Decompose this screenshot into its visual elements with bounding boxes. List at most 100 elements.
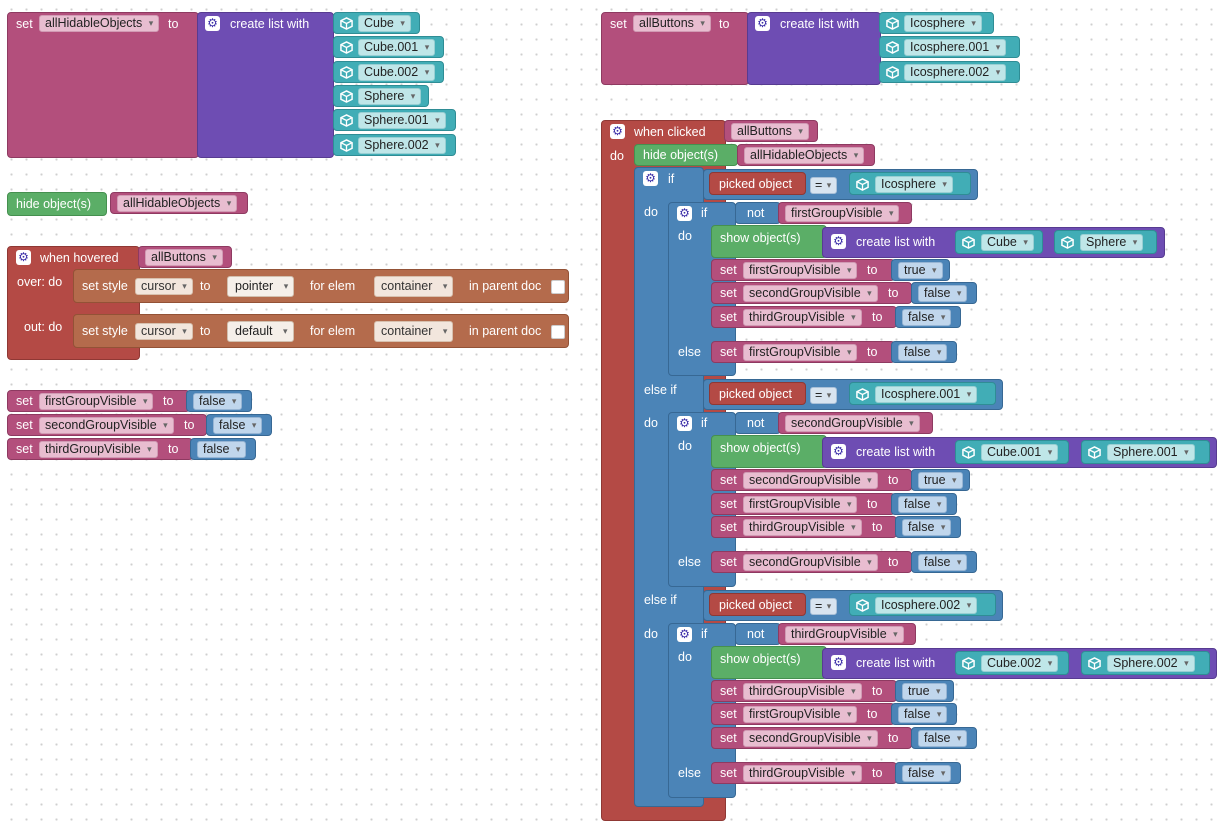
set-third-group-visible[interactable]: set thirdGroupVisible to: [711, 762, 897, 784]
object-sphere[interactable]: Sphere: [333, 85, 429, 107]
variable-dropdown[interactable]: thirdGroupVisible: [743, 519, 862, 536]
boolean-block[interactable]: false: [891, 493, 957, 515]
gear-icon[interactable]: ⚙: [677, 416, 692, 431]
not-block[interactable]: not: [735, 412, 781, 434]
variable-dropdown[interactable]: secondGroupVisible: [743, 285, 878, 302]
boolean-dropdown[interactable]: true: [918, 472, 963, 489]
object-dropdown[interactable]: Cube: [358, 15, 411, 32]
style-value-dropdown[interactable]: pointer: [227, 276, 295, 297]
style-value-dropdown[interactable]: default: [227, 321, 294, 342]
boolean-dropdown[interactable]: false: [213, 417, 263, 434]
object-cube-001[interactable]: Cube.001: [955, 440, 1069, 464]
boolean-dropdown[interactable]: false: [902, 765, 952, 782]
boolean-block[interactable]: false: [190, 438, 256, 460]
variable-dropdown[interactable]: thirdGroupVisible: [743, 683, 862, 700]
boolean-block[interactable]: true: [911, 469, 970, 491]
boolean-dropdown[interactable]: false: [898, 496, 948, 513]
set-third-group-visible[interactable]: set thirdGroupVisible to: [711, 516, 897, 538]
get-variable-block[interactable]: allHidableObjects: [110, 192, 248, 214]
variable-dropdown[interactable]: firstGroupVisible: [743, 496, 858, 513]
hide-objects-block[interactable]: hide object(s): [634, 144, 738, 166]
variable-dropdown[interactable]: allButtons: [731, 123, 809, 140]
object-dropdown[interactable]: Icosphere: [904, 15, 982, 32]
variable-dropdown[interactable]: secondGroupVisible: [743, 554, 878, 571]
boolean-block[interactable]: false: [206, 414, 272, 436]
object-cube[interactable]: Cube: [333, 12, 420, 34]
get-variable-block[interactable]: secondGroupVisible: [778, 412, 933, 434]
set-second-group-visible[interactable]: set secondGroupVisible to: [711, 469, 912, 491]
variable-dropdown[interactable]: secondGroupVisible: [785, 415, 920, 432]
boolean-block[interactable]: false: [895, 762, 961, 784]
get-variable-block[interactable]: allButtons: [724, 120, 818, 142]
set-second-group-visible[interactable]: set secondGroupVisible to: [7, 414, 207, 436]
object-dropdown[interactable]: Cube.001: [981, 444, 1059, 461]
object-dropdown[interactable]: Sphere: [358, 88, 422, 105]
element-dropdown[interactable]: container: [374, 276, 454, 297]
boolean-dropdown[interactable]: true: [902, 683, 947, 700]
operator-dropdown[interactable]: =: [810, 387, 838, 404]
object-sphere-002[interactable]: Sphere.002: [1081, 651, 1210, 675]
object-icosphere[interactable]: Icosphere: [849, 172, 971, 195]
boolean-dropdown[interactable]: true: [898, 262, 943, 279]
variable-dropdown[interactable]: allHidableObjects: [744, 147, 865, 164]
get-variable-block[interactable]: allHidableObjects: [737, 144, 875, 166]
set-first-group-visible[interactable]: set firstGroupVisible to: [711, 341, 895, 363]
boolean-block[interactable]: false: [911, 282, 977, 304]
object-dropdown[interactable]: Sphere: [1080, 234, 1144, 251]
boolean-block[interactable]: false: [895, 516, 961, 538]
object-sphere-002[interactable]: Sphere.002: [333, 134, 456, 156]
variable-dropdown[interactable]: thirdGroupVisible: [743, 765, 862, 782]
object-dropdown[interactable]: Icosphere.002: [904, 64, 1007, 81]
gear-icon[interactable]: ⚙: [677, 206, 692, 221]
object-dropdown[interactable]: Icosphere.001: [904, 39, 1007, 56]
variable-dropdown[interactable]: firstGroupVisible: [743, 706, 858, 723]
variable-dropdown[interactable]: secondGroupVisible: [743, 472, 878, 489]
variable-dropdown[interactable]: thirdGroupVisible: [743, 309, 862, 326]
gear-icon[interactable]: ⚙: [831, 234, 846, 249]
set-all-hidable-objects-block[interactable]: set allHidableObjects to: [7, 12, 199, 158]
object-dropdown[interactable]: Cube.001: [358, 39, 436, 56]
object-cube-002[interactable]: Cube.002: [955, 651, 1069, 675]
boolean-block[interactable]: false: [911, 551, 977, 573]
operator-dropdown[interactable]: =: [810, 598, 838, 615]
object-icosphere[interactable]: Icosphere: [879, 12, 994, 34]
object-sphere[interactable]: Sphere: [1054, 230, 1157, 254]
show-objects-block[interactable]: show object(s): [711, 646, 827, 679]
in-parent-doc-checkbox[interactable]: [551, 280, 565, 294]
object-dropdown[interactable]: Sphere.002: [1107, 655, 1195, 672]
set-third-group-visible[interactable]: set thirdGroupVisible to: [7, 438, 193, 460]
in-parent-doc-checkbox[interactable]: [551, 325, 565, 339]
object-dropdown[interactable]: Cube.002: [981, 655, 1059, 672]
boolean-dropdown[interactable]: false: [193, 393, 243, 410]
boolean-block[interactable]: false: [891, 341, 957, 363]
variable-dropdown[interactable]: firstGroupVisible: [39, 393, 154, 410]
object-sphere-001[interactable]: Sphere.001: [333, 109, 456, 131]
boolean-block[interactable]: false: [895, 306, 961, 328]
boolean-dropdown[interactable]: false: [902, 309, 952, 326]
gear-icon[interactable]: ⚙: [205, 16, 220, 31]
gear-icon[interactable]: ⚙: [16, 250, 31, 265]
object-icosphere-001[interactable]: Icosphere.001: [849, 382, 996, 405]
boolean-dropdown[interactable]: false: [918, 554, 968, 571]
not-block[interactable]: not: [735, 623, 781, 645]
picked-object-block[interactable]: picked object: [709, 593, 806, 616]
style-property-dropdown[interactable]: cursor: [135, 323, 193, 340]
gear-icon[interactable]: ⚙: [831, 655, 846, 670]
get-variable-block[interactable]: thirdGroupVisible: [778, 623, 916, 645]
object-cube-001[interactable]: Cube.001: [333, 36, 444, 58]
gear-icon[interactable]: ⚙: [677, 627, 692, 642]
set-first-group-visible[interactable]: set firstGroupVisible to: [7, 390, 190, 412]
operator-dropdown[interactable]: =: [810, 177, 838, 194]
variable-dropdown[interactable]: thirdGroupVisible: [785, 626, 904, 643]
show-objects-block[interactable]: show object(s): [711, 435, 827, 468]
set-first-group-visible[interactable]: set firstGroupVisible to: [711, 703, 895, 725]
variable-dropdown[interactable]: firstGroupVisible: [743, 344, 858, 361]
boolean-dropdown[interactable]: false: [902, 519, 952, 536]
object-icosphere-002[interactable]: Icosphere.002: [879, 61, 1020, 83]
hide-objects-block[interactable]: hide object(s): [7, 192, 107, 216]
boolean-dropdown[interactable]: false: [898, 706, 948, 723]
get-variable-block[interactable]: allButtons: [138, 246, 232, 268]
variable-dropdown[interactable]: secondGroupVisible: [39, 417, 174, 434]
boolean-block[interactable]: true: [891, 259, 950, 281]
set-third-group-visible[interactable]: set thirdGroupVisible to: [711, 680, 897, 702]
